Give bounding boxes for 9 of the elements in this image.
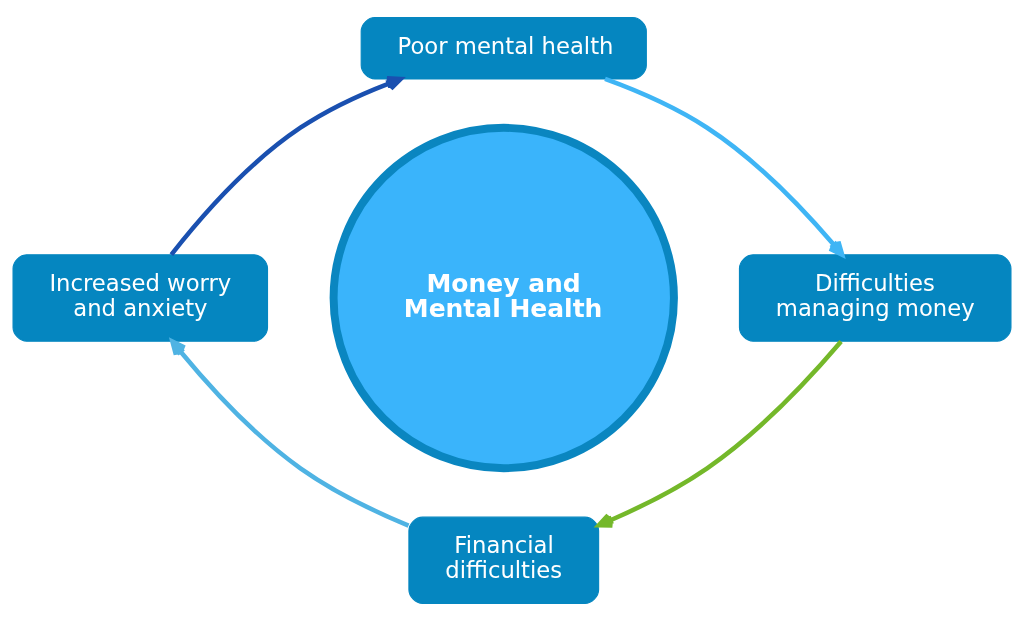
arrow — [170, 339, 410, 528]
arrow — [604, 76, 845, 257]
node-box: Poor mental health — [360, 16, 647, 80]
node-box: Financial difficulties — [408, 516, 600, 605]
arrow — [596, 339, 843, 528]
node-box: Increased worry and anxiety — [12, 254, 269, 342]
node-circle: Money and Mental Health — [329, 123, 678, 473]
node-box: Difficulties managing money — [738, 254, 1012, 342]
arrow — [169, 75, 403, 256]
